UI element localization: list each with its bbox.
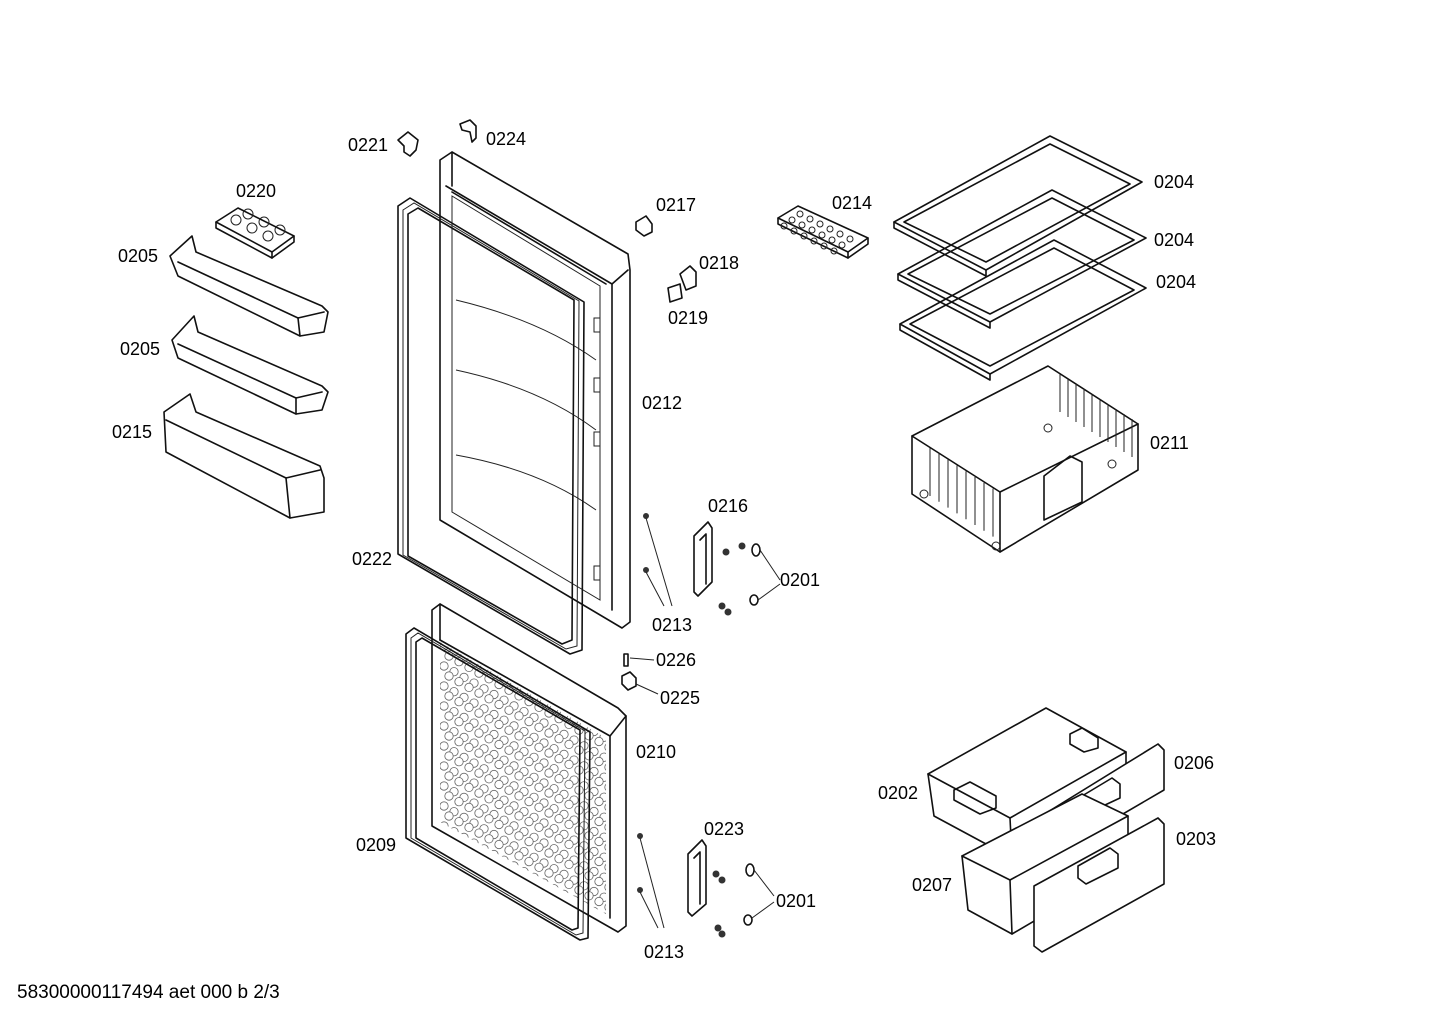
label-0221: 0221	[348, 135, 389, 155]
label-0205-middle: 0205	[120, 339, 161, 359]
part-0222-upper-door-gasket	[397, 197, 585, 655]
label-0203: 0203	[1176, 829, 1217, 849]
label-0222: 0222	[352, 549, 393, 569]
part-0216-door-handle	[693, 521, 713, 597]
part-0204-glass-shelf-2	[897, 189, 1147, 329]
part-0204-glass-shelf-3	[899, 239, 1147, 381]
label-0212: 0212	[642, 393, 683, 413]
label-0207: 0207	[912, 875, 953, 895]
label-0204-top: 0204	[1154, 172, 1195, 192]
label-0204-bottom: 0204	[1156, 272, 1197, 292]
part-0214-ice-tray	[777, 205, 869, 259]
label-0204-middle: 0204	[1154, 230, 1195, 250]
label-0224: 0224	[486, 129, 527, 149]
part-screws-handle-lower	[712, 870, 726, 938]
part-0201-caps-lower	[743, 863, 775, 926]
label-0215: 0215	[112, 422, 153, 442]
label-0210: 0210	[636, 742, 677, 762]
label-0206: 0206	[1174, 753, 1215, 773]
part-0213-screws-upper	[643, 513, 673, 607]
label-0217: 0217	[656, 195, 697, 215]
label-0213-lower: 0213	[644, 942, 685, 962]
part-0219-cover	[667, 283, 683, 303]
part-0203-drawer-front-lower	[1033, 817, 1165, 953]
label-0211: 0211	[1150, 433, 1189, 453]
label-0202: 0202	[878, 783, 919, 803]
label-0214: 0214	[832, 193, 873, 213]
label-0201-upper: 0201	[780, 570, 821, 590]
part-0220-egg-tray	[215, 207, 295, 259]
label-0220: 0220	[236, 181, 277, 201]
part-0213-screws-lower	[637, 833, 665, 929]
part-0209-lower-door-gasket	[405, 627, 591, 941]
part-0215-door-shelf-bottle	[163, 393, 325, 519]
part-0205-door-shelf-upper	[169, 235, 329, 337]
label-0223: 0223	[704, 819, 745, 839]
label-0209: 0209	[356, 835, 397, 855]
part-0201-caps-upper	[749, 543, 781, 606]
part-0226-pin	[623, 653, 655, 667]
part-0218-bracket	[679, 265, 697, 291]
part-0224-hinge-bracket	[459, 119, 477, 143]
part-0221-hinge-cover	[397, 131, 419, 157]
part-0205-door-shelf-middle	[171, 315, 329, 415]
part-0212-upper-door	[439, 151, 631, 629]
part-0225-bush	[621, 671, 659, 695]
label-0219: 0219	[668, 308, 709, 328]
label-0225: 0225	[660, 688, 701, 708]
label-0218: 0218	[699, 253, 740, 273]
document-reference: 58300000117494 aet 000 b 2/3	[17, 982, 280, 1003]
part-screws-handle-upper	[718, 542, 746, 616]
part-0217-clip	[635, 215, 653, 237]
label-0226: 0226	[656, 650, 697, 670]
part-0210-lower-door-inner-pattern	[440, 642, 606, 914]
label-0201-lower: 0201	[776, 891, 817, 911]
part-0211-crisper-bin	[911, 365, 1139, 553]
label-0213-upper: 0213	[652, 615, 693, 635]
part-0223-door-handle-lower	[687, 839, 707, 917]
label-0216: 0216	[708, 496, 749, 516]
label-0205-upper: 0205	[118, 246, 159, 266]
